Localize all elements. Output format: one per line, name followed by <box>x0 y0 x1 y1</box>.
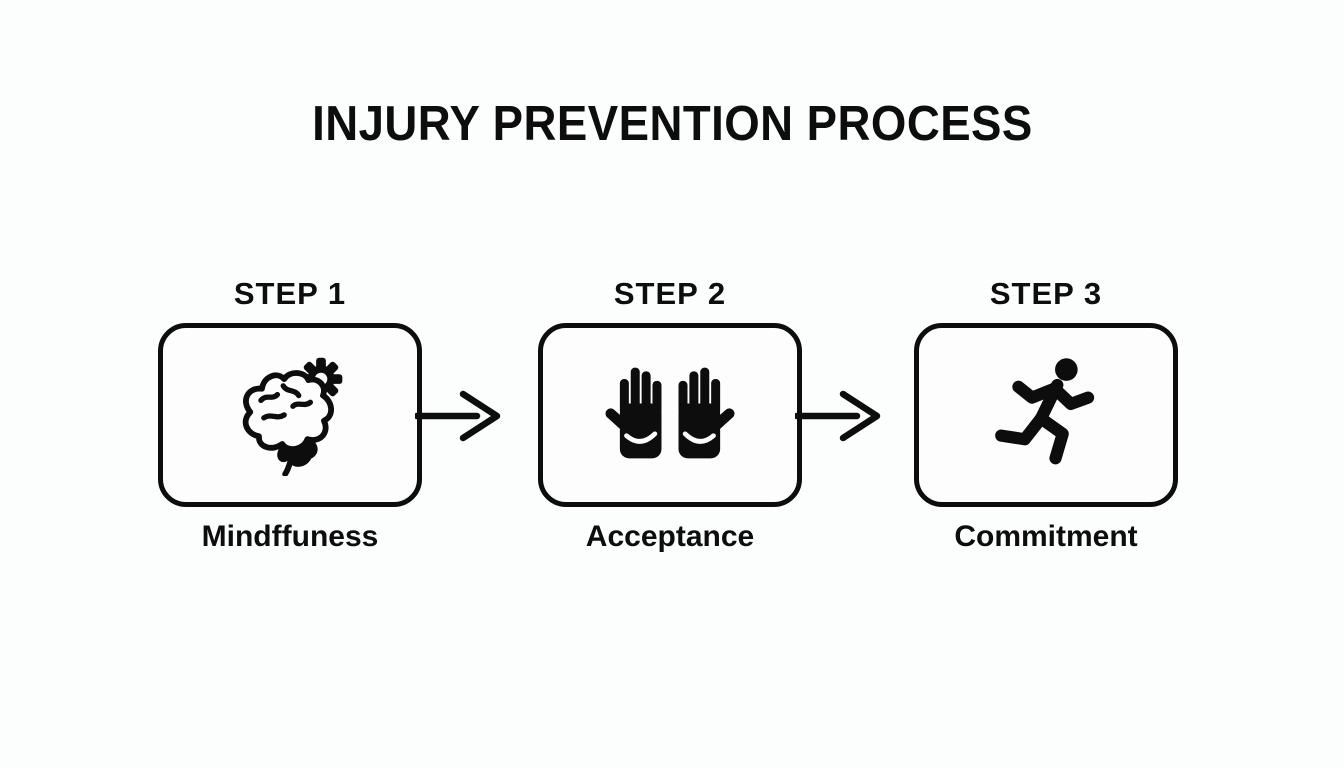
open-hands-icon <box>600 360 740 471</box>
step-2-label: Acceptance <box>585 520 755 553</box>
step-3-label: Commitment <box>954 520 1138 553</box>
running-person-icon <box>994 354 1098 477</box>
step-3-heading: STEP 3 <box>989 276 1103 311</box>
step-1-group: STEP 1 <box>158 272 422 554</box>
step-3-group: STEP 3 Commitment <box>914 272 1178 554</box>
brain-gear-icon <box>227 350 353 481</box>
page-title: INJURY PREVENTION PROCESS <box>311 97 1033 151</box>
step-2-box <box>538 323 802 507</box>
step-1-label: Mindffuness <box>201 520 379 553</box>
right-arrow-icon <box>413 390 501 442</box>
step-1-heading: STEP 1 <box>233 276 347 311</box>
arrow-step2-to-step3 <box>793 385 895 452</box>
step-1-box <box>158 323 422 507</box>
step-2-group: STEP 2 <box>538 272 802 554</box>
arrow-step1-to-step2 <box>413 385 515 452</box>
right-arrow-icon <box>793 390 881 442</box>
step-2-heading: STEP 2 <box>613 276 727 311</box>
title-row: INJURY PREVENTION PROCESS <box>0 96 1344 152</box>
step-3-box <box>914 323 1178 507</box>
